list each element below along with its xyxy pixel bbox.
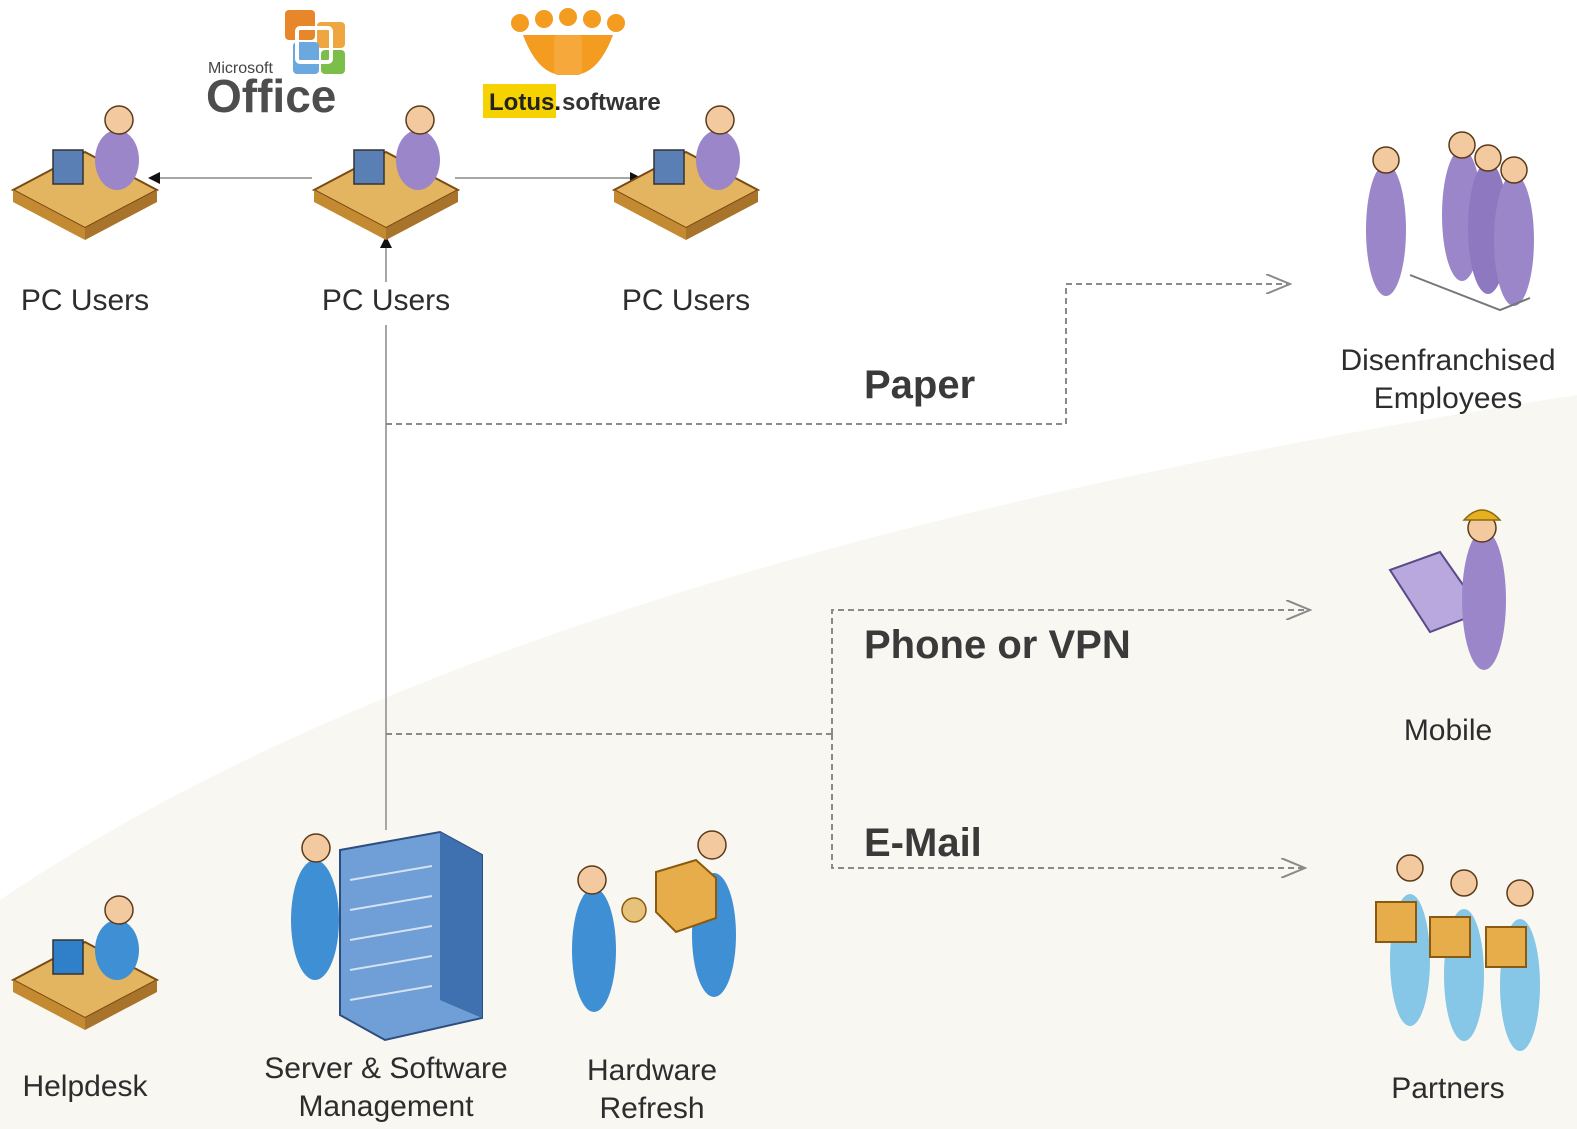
office-logo-small: Microsoft <box>208 60 273 77</box>
pc-users-center-icon <box>311 105 461 240</box>
lotus-logo-suffix: software <box>562 89 661 116</box>
channel-phone-vpn-label: Phone or VPN <box>864 623 1131 667</box>
pc-users-left-icon <box>10 105 160 240</box>
background-wedge <box>0 395 1577 1129</box>
pc-users-left-label: PC Users <box>21 284 149 317</box>
channel-email-label: E-Mail <box>864 821 982 865</box>
pc-users-right-label: PC Users <box>622 284 750 317</box>
disenfranchised-employees-icon <box>1366 131 1534 312</box>
server-label-line2: Management <box>298 1090 474 1123</box>
helpdesk-icon <box>10 895 160 1030</box>
office-logo-big: Office <box>206 70 336 122</box>
pc-users-right-icon <box>611 105 761 240</box>
helpdesk-label: Helpdesk <box>22 1070 148 1103</box>
hardware-refresh-icon <box>572 830 736 1012</box>
channel-paper-label: Paper <box>864 363 975 407</box>
lotus-software-logo: Lotus. software <box>483 8 661 118</box>
flow-email <box>831 734 1305 868</box>
flow-phone-vpn <box>831 610 1310 734</box>
disenfranchised-label-line1: Disenfranchised <box>1340 344 1555 377</box>
lotus-logo-brand: Lotus. <box>489 89 561 116</box>
microsoft-office-logo: Microsoft Office <box>206 10 345 122</box>
flow-paper <box>386 284 1290 425</box>
partners-icon <box>1375 854 1540 1051</box>
mobile-label: Mobile <box>1404 714 1492 747</box>
server-label-line1: Server & Software <box>264 1052 507 1085</box>
pc-users-center-label: PC Users <box>322 284 450 317</box>
partners-label: Partners <box>1391 1072 1504 1105</box>
hardware-label-line2: Refresh <box>599 1092 704 1125</box>
hardware-label-line1: Hardware <box>587 1054 717 1087</box>
disenfranchised-label-line2: Employees <box>1374 382 1522 415</box>
server-management-icon <box>291 830 483 1042</box>
mobile-worker-icon <box>1388 509 1506 670</box>
